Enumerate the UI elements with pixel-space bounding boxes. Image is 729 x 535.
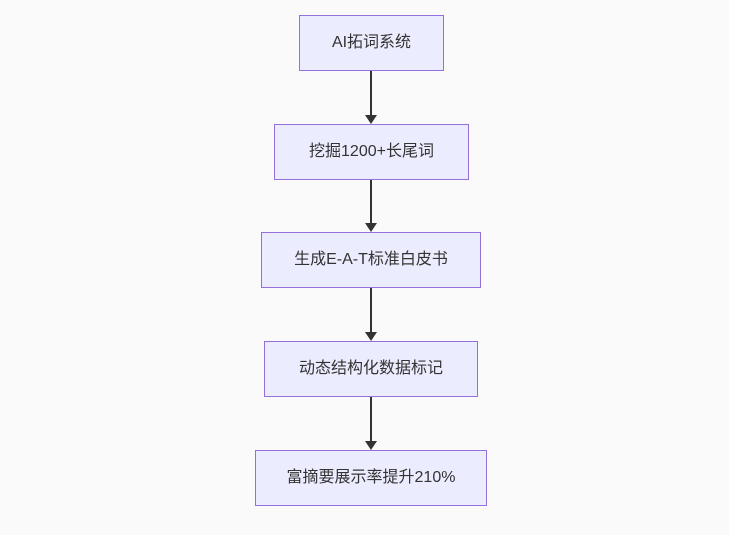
flow-node-label: AI拓词系统 xyxy=(331,34,412,51)
arrow-shaft xyxy=(370,180,372,223)
flow-node-eat-whitepaper: 生成E-A-T标准白皮书 xyxy=(261,232,481,288)
flow-node-label: 生成E-A-T标准白皮书 xyxy=(294,251,448,268)
arrowhead-down-icon xyxy=(365,223,377,232)
flow-arrow-c-to-d xyxy=(363,288,379,341)
flow-node-structured-data-markup: 动态结构化数据标记 xyxy=(264,341,478,397)
arrow-shaft xyxy=(370,397,372,441)
flow-arrow-b-to-c xyxy=(363,180,379,232)
arrowhead-down-icon xyxy=(365,332,377,341)
flow-node-label: 挖掘1200+长尾词 xyxy=(309,143,434,160)
flow-node-rich-snippet-uplift: 富摘要展示率提升210% xyxy=(255,450,487,506)
flow-node-label: 动态结构化数据标记 xyxy=(298,360,443,377)
flow-arrow-d-to-e xyxy=(363,397,379,450)
arrow-shaft xyxy=(370,288,372,332)
arrowhead-down-icon xyxy=(365,115,377,124)
arrow-shaft xyxy=(370,71,372,115)
flow-node-ai-word-expansion: AI拓词系统 xyxy=(299,15,444,71)
arrowhead-down-icon xyxy=(365,441,377,450)
flow-node-longtail-mining: 挖掘1200+长尾词 xyxy=(274,124,469,180)
flow-node-label: 富摘要展示率提升210% xyxy=(286,469,456,486)
flow-arrow-a-to-b xyxy=(363,71,379,124)
